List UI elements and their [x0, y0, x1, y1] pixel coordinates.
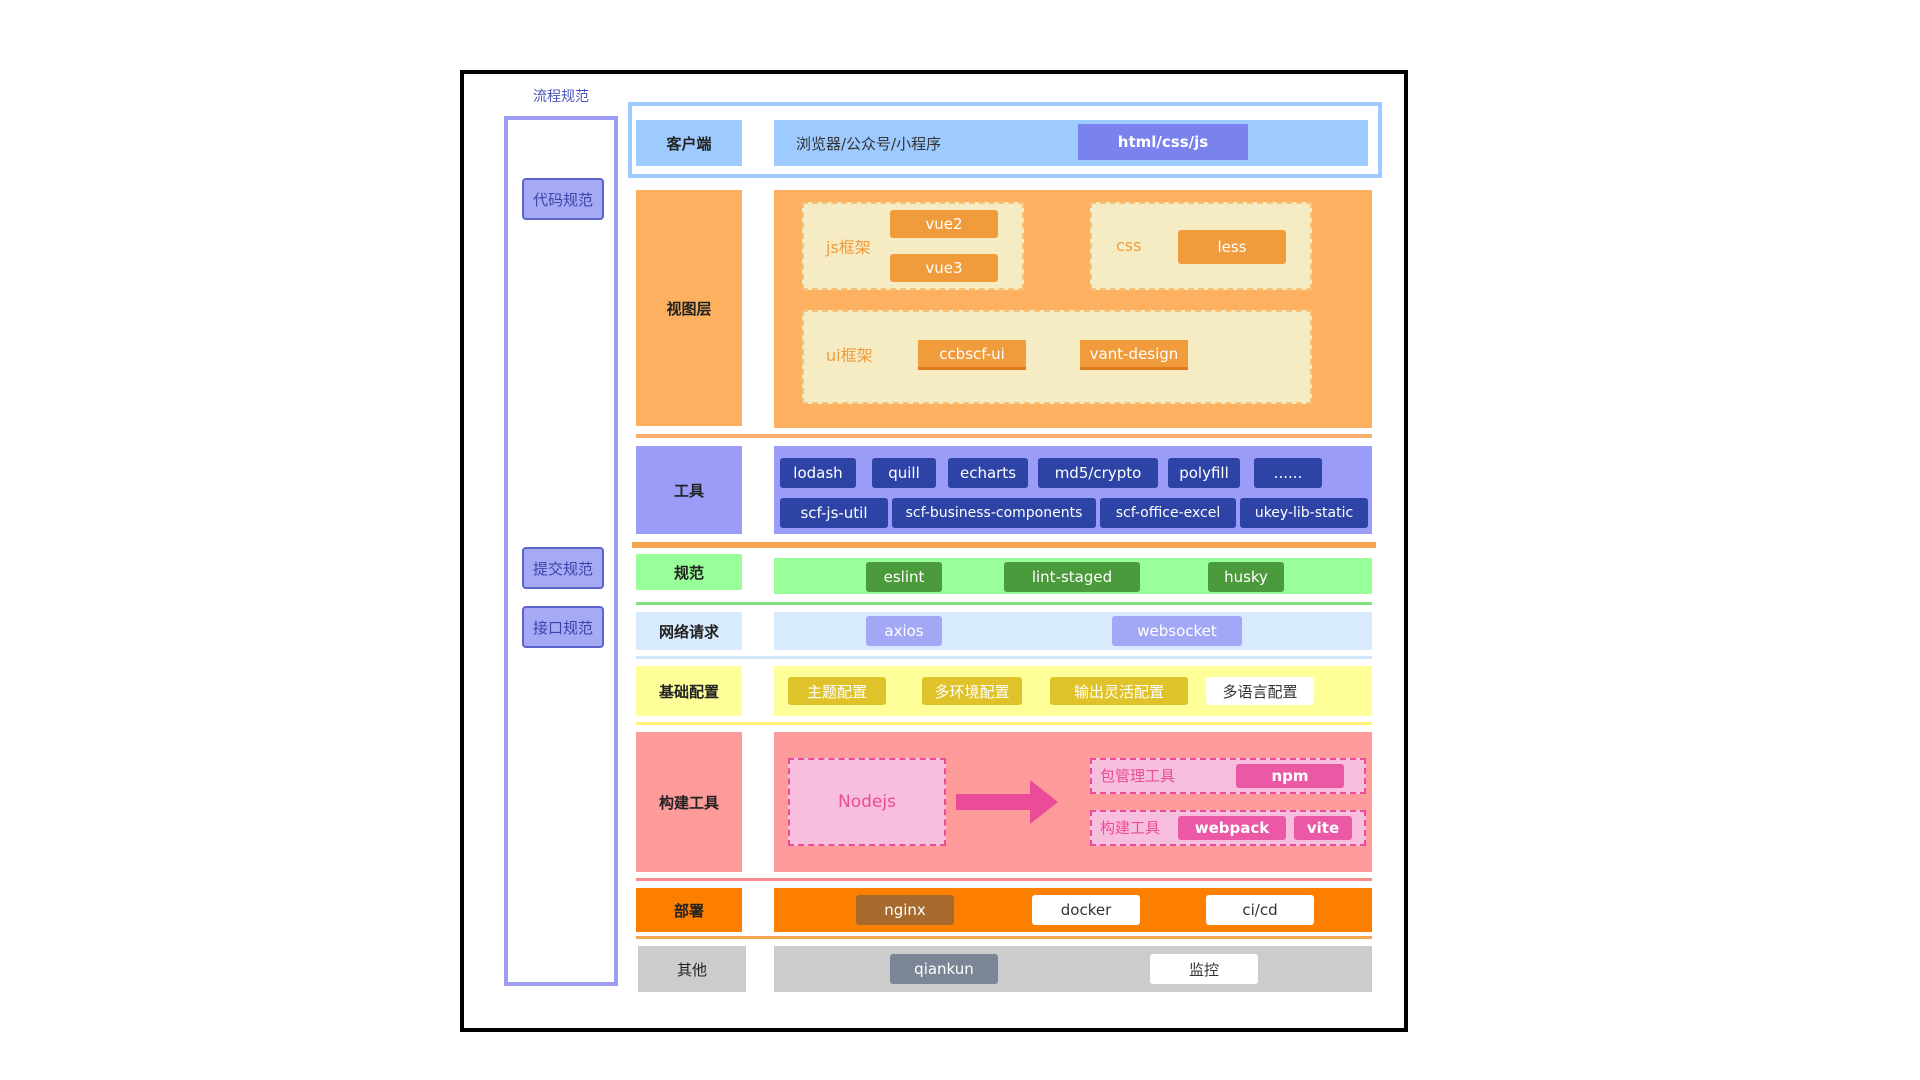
client-platforms: 浏览器/公众号/小程序 [796, 134, 942, 153]
npm-tag: npm [1236, 764, 1344, 788]
client-tag: html/css/js [1078, 124, 1248, 160]
client-bar [774, 120, 1368, 166]
build-label: 构建工具 [636, 732, 742, 872]
tool-quill: quill [872, 458, 936, 488]
separator-tools [632, 542, 1376, 548]
network-axios: axios [866, 616, 942, 646]
flow-item-code-standard[interactable]: 代码规范 [522, 178, 604, 220]
tools-label: 工具 [636, 446, 742, 534]
tool-scf-js-util: scf-js-util [780, 498, 888, 528]
lint-eslint: eslint [866, 562, 942, 592]
config-i18n: 多语言配置 [1206, 677, 1314, 705]
tool-echarts: echarts [948, 458, 1028, 488]
js-framework-title: js框架 [826, 238, 871, 257]
tool-scf-business-components: scf-business-components [892, 498, 1096, 528]
network-websocket: websocket [1112, 616, 1242, 646]
separator-view [636, 434, 1372, 438]
config-env: 多环境配置 [922, 677, 1022, 705]
nodejs-box: Nodejs [788, 758, 946, 846]
vant-design-tag: vant-design [1080, 340, 1188, 370]
lint-lint-staged: lint-staged [1004, 562, 1140, 592]
ui-framework-title: ui框架 [826, 346, 873, 365]
deploy-ci-cd: ci/cd [1206, 895, 1314, 925]
flow-column [504, 116, 618, 986]
tool-md5-crypto: md5/crypto [1038, 458, 1158, 488]
lint-label: 规范 [636, 554, 742, 590]
separator-lint [636, 602, 1372, 605]
config-output: 输出灵活配置 [1050, 677, 1188, 705]
ccbscf-ui-tag: ccbscf-ui [918, 340, 1026, 370]
config-theme: 主题配置 [788, 677, 886, 705]
tool-polyfill: polyfill [1168, 458, 1240, 488]
tool-lodash: lodash [780, 458, 856, 488]
separator-deploy [636, 936, 1372, 939]
tool-scf-office-excel: scf-office-excel [1100, 498, 1236, 528]
vite-tag: vite [1294, 816, 1352, 840]
webpack-tag: webpack [1178, 816, 1286, 840]
tool-more: ...... [1254, 458, 1322, 488]
network-label: 网络请求 [636, 612, 742, 650]
diagram-frame [460, 70, 1408, 1032]
ui-framework-box [802, 310, 1312, 404]
package-manager-title: 包管理工具 [1100, 767, 1176, 785]
flow-title: 流程规范 [533, 89, 589, 105]
deploy-label: 部署 [636, 888, 742, 932]
build-tools-title: 构建工具 [1100, 819, 1161, 837]
other-monitor: 监控 [1150, 954, 1258, 984]
other-panel [774, 946, 1372, 992]
other-qiankun: qiankun [890, 954, 998, 984]
config-label: 基础配置 [636, 666, 742, 716]
client-border [628, 102, 1382, 178]
separator-config [636, 722, 1372, 725]
flow-item-commit-standard[interactable]: 提交规范 [522, 547, 604, 589]
deploy-nginx: nginx [856, 895, 954, 925]
separator-network [636, 656, 1372, 659]
network-panel [774, 612, 1372, 650]
lint-husky: husky [1208, 562, 1284, 592]
vue3-tag: vue3 [890, 254, 998, 282]
less-tag: less [1178, 230, 1286, 264]
deploy-docker: docker [1032, 895, 1140, 925]
vue2-tag: vue2 [890, 210, 998, 238]
other-label: 其他 [638, 946, 746, 992]
tool-ukey-lib-static: ukey-lib-static [1240, 498, 1368, 528]
separator-build [636, 878, 1372, 881]
flow-item-api-standard[interactable]: 接口规范 [522, 606, 604, 648]
css-title: css [1116, 236, 1142, 255]
view-label: 视图层 [636, 190, 742, 426]
client-label: 客户端 [636, 120, 742, 166]
